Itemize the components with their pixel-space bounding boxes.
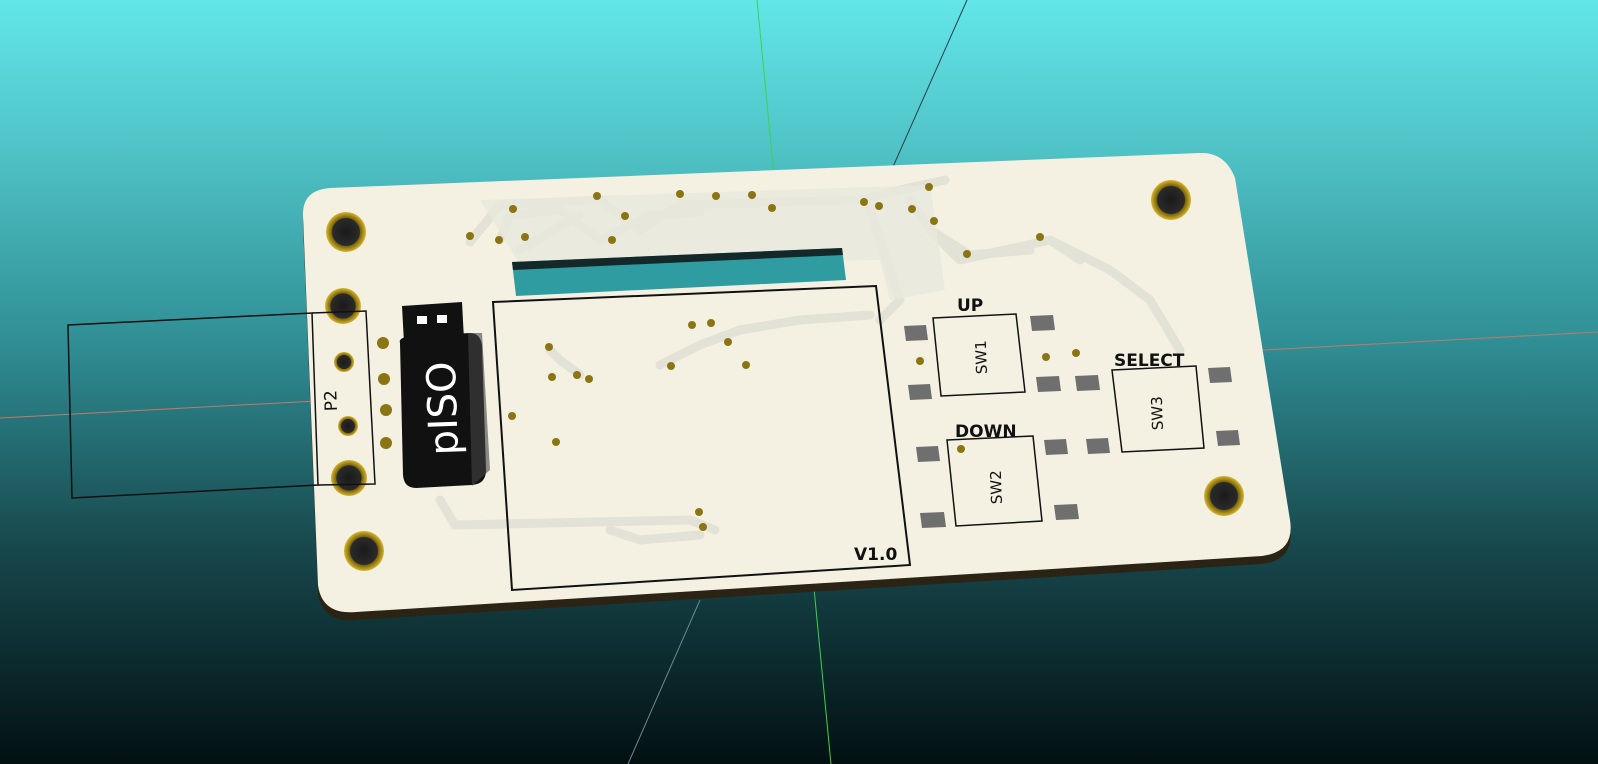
switch-pads [904,315,1240,528]
vias [466,183,1080,531]
connector-hole-2 [331,460,367,496]
logo-text: pISO [419,361,468,457]
connector-p2-outline [67,310,376,499]
mounting-hole-top-left [326,212,366,252]
mounting-hole-bottom-left [344,531,384,571]
switch-sw3-label: SW3 [1148,396,1167,431]
connector-label: P2 [321,390,342,412]
mounting-hole-top-right [1151,180,1191,220]
copper-pour [480,185,945,300]
switch-sw2-outline[interactable] [946,435,1043,527]
connector-pins-row [377,337,392,449]
display-module-outline [491,284,912,592]
version-label: V1.0 [854,545,897,565]
switch-sw2-label: SW2 [987,470,1006,505]
button-up-label: UP [957,296,983,316]
switch-sw1-label: SW1 [972,340,991,375]
button-select-label: SELECT [1114,351,1185,371]
connector-hole-1 [325,288,361,324]
usb-logo [399,302,490,488]
axis-z-line-lower [627,599,701,764]
button-down-label: DOWN [955,422,1017,442]
switch-sw1-outline[interactable] [932,313,1026,397]
display-cutout-inner [512,248,843,270]
connector-pin-1 [334,352,354,372]
connector-pin-2 [338,416,358,436]
switch-sw3-outline[interactable] [1111,365,1205,453]
mounting-hole-bottom-right [1204,476,1244,516]
